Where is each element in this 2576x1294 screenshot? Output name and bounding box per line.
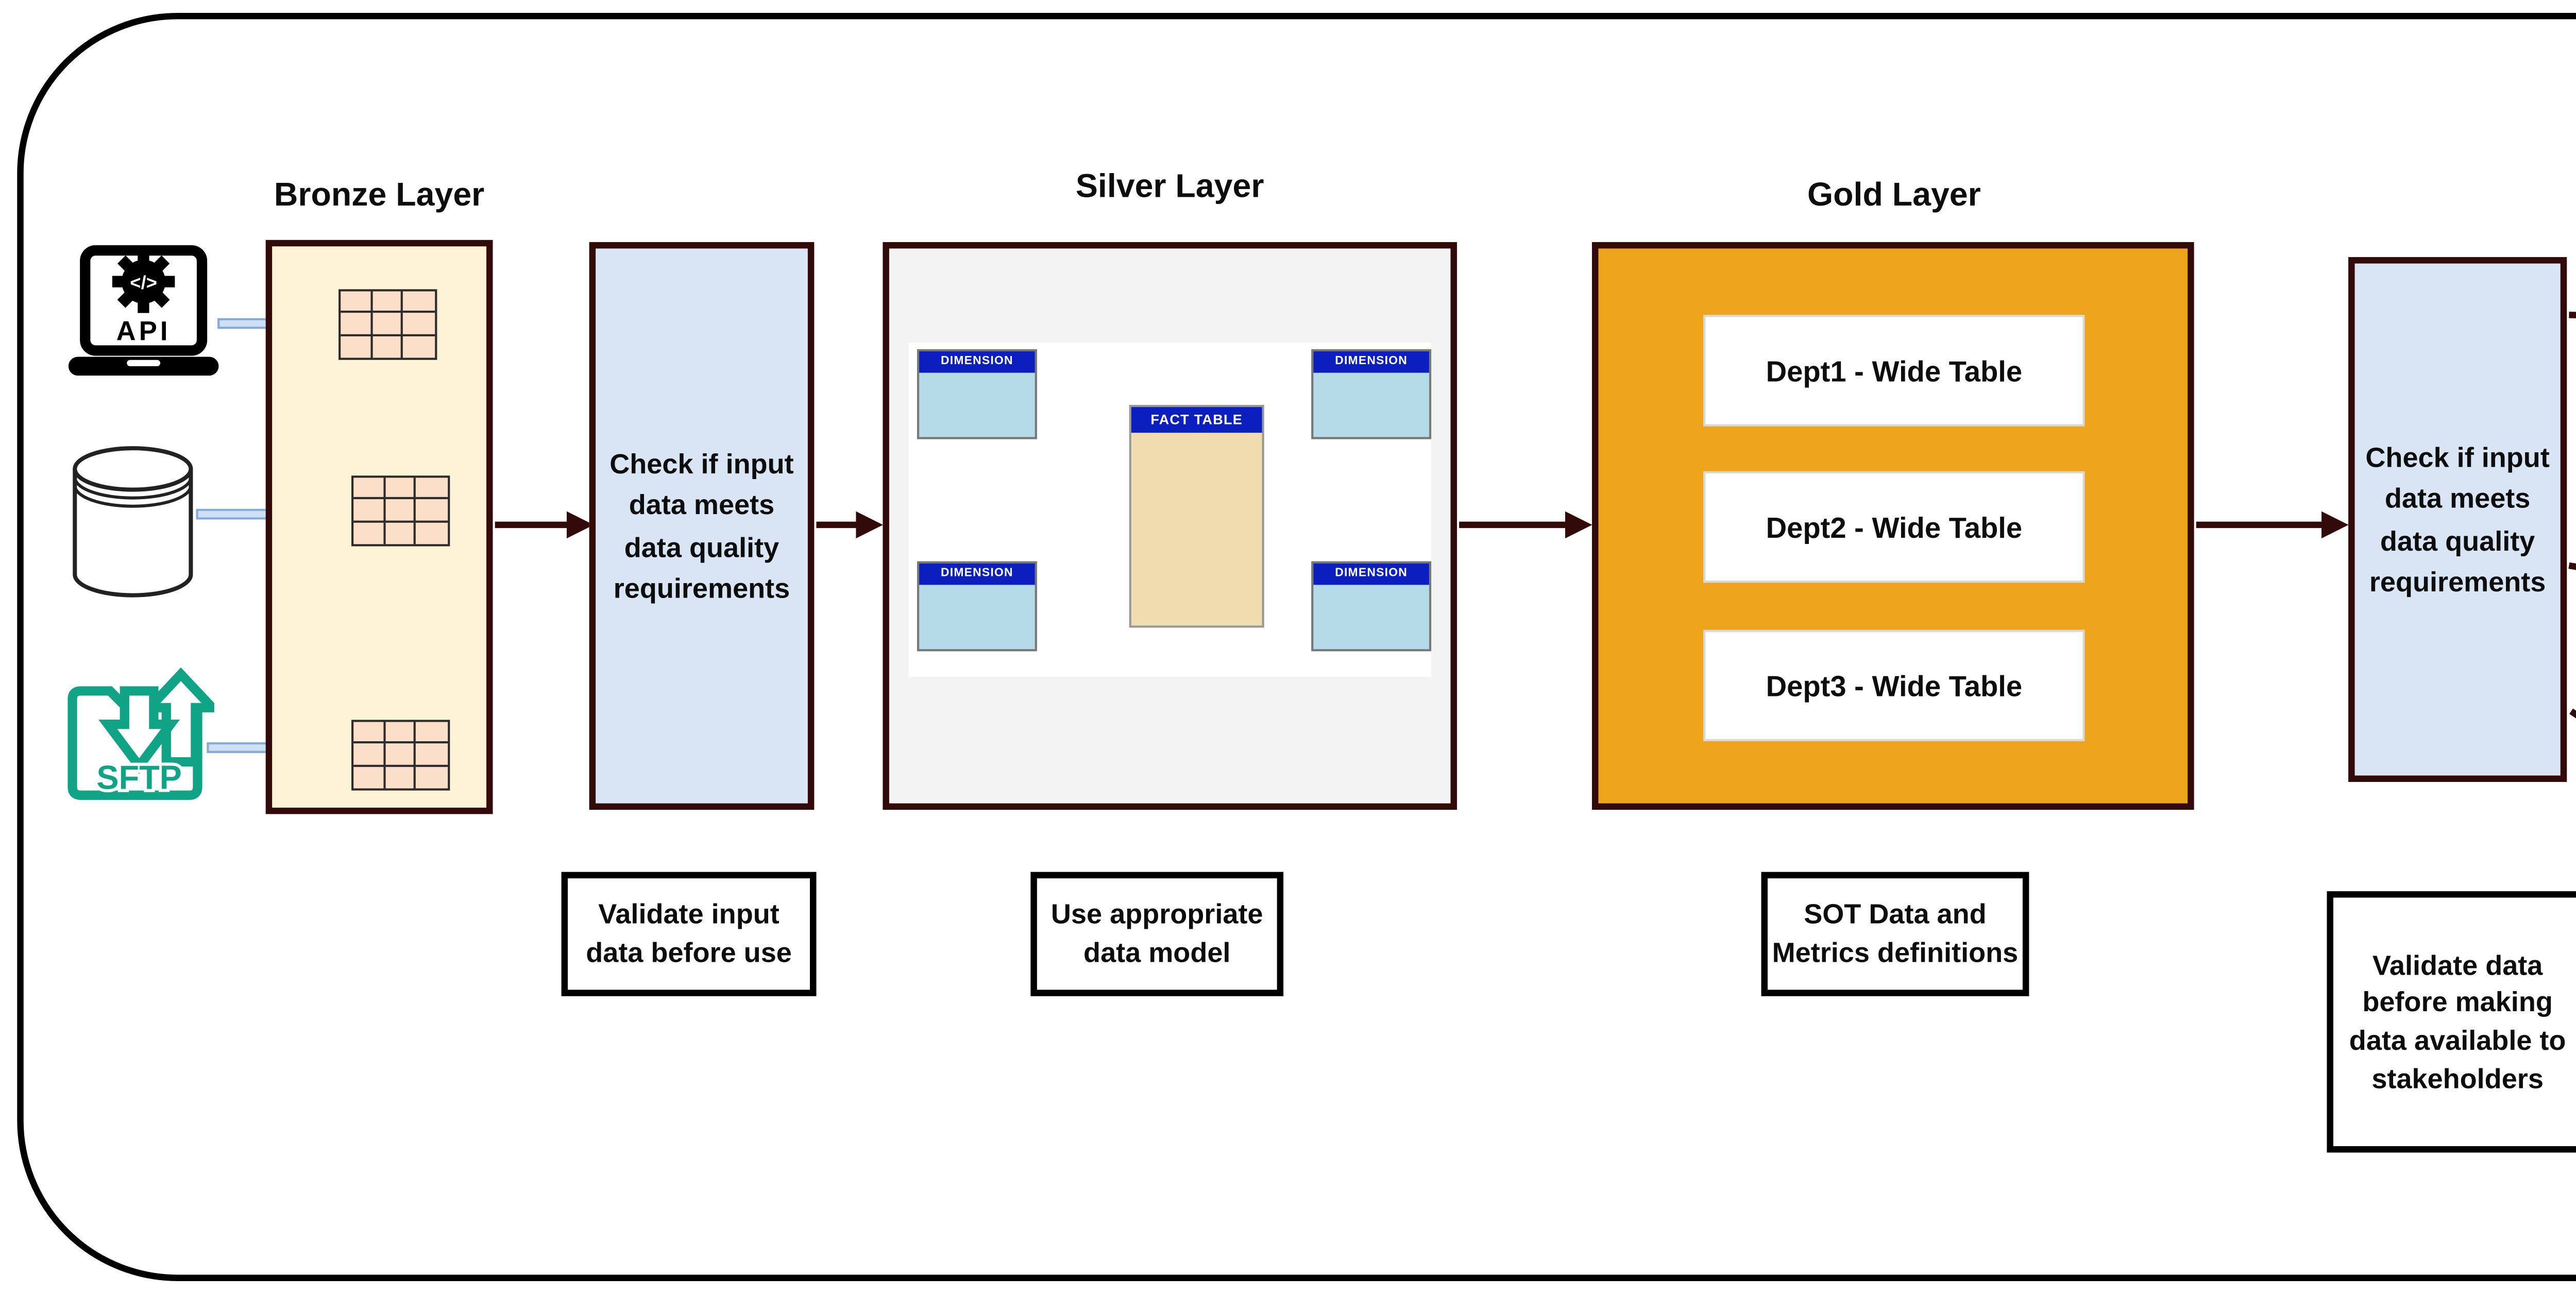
sftp-label: SFTP <box>96 759 182 796</box>
api-code-glyph: </> <box>130 272 157 293</box>
check-output-quality-label: Check if input data meets data quality r… <box>2365 440 2550 598</box>
dimension-label: DIMENSION <box>1313 563 1429 585</box>
raw-table-1 <box>338 289 437 360</box>
diagram-outer-frame <box>17 12 2576 1281</box>
note-data-model: Use appropriate data model <box>1030 872 1284 996</box>
sftp-source-icon: SFTP <box>56 656 214 814</box>
gold-layer-title: Gold Layer <box>1807 178 1981 214</box>
database-source-icon <box>71 446 195 604</box>
raw-table-2 <box>351 475 450 547</box>
bronze-layer-title: Bronze Layer <box>274 178 485 214</box>
dimension-label: DIMENSION <box>919 351 1035 373</box>
dept2-wide-table: Dept2 - Wide Table <box>1703 471 2085 583</box>
dimension-table-top-right: DIMENSION <box>1311 349 1432 439</box>
api-label: API <box>116 316 171 346</box>
check-output-quality-box: Check if input data meets data quality r… <box>2348 257 2567 782</box>
note-sot-definitions: SOT Data and Metrics definitions <box>1761 872 2029 996</box>
dept3-wide-table: Dept3 - Wide Table <box>1703 629 2085 741</box>
dimension-table-bottom-right: DIMENSION <box>1311 561 1432 652</box>
check-input-quality-label: Check if input data meets data quality r… <box>609 447 794 604</box>
dept1-wide-table: Dept1 - Wide Table <box>1703 315 2085 427</box>
dimension-label: DIMENSION <box>919 563 1035 585</box>
dimension-table-bottom-left: DIMENSION <box>917 561 1037 652</box>
fact-table: FACT TABLE <box>1129 405 1264 628</box>
silver-layer-title: Silver Layer <box>1075 169 1264 206</box>
check-input-quality-box: Check if input data meets data quality r… <box>589 242 815 810</box>
dimension-label: DIMENSION <box>1313 351 1429 373</box>
raw-table-3 <box>351 720 450 791</box>
fact-table-label: FACT TABLE <box>1131 407 1262 433</box>
api-source-icon: </> API <box>64 244 223 398</box>
note-validate-input: Validate input data before use <box>561 872 817 996</box>
note-validate-output: Validate data before making data availab… <box>2327 891 2576 1153</box>
dimension-table-top-left: DIMENSION <box>917 349 1037 439</box>
